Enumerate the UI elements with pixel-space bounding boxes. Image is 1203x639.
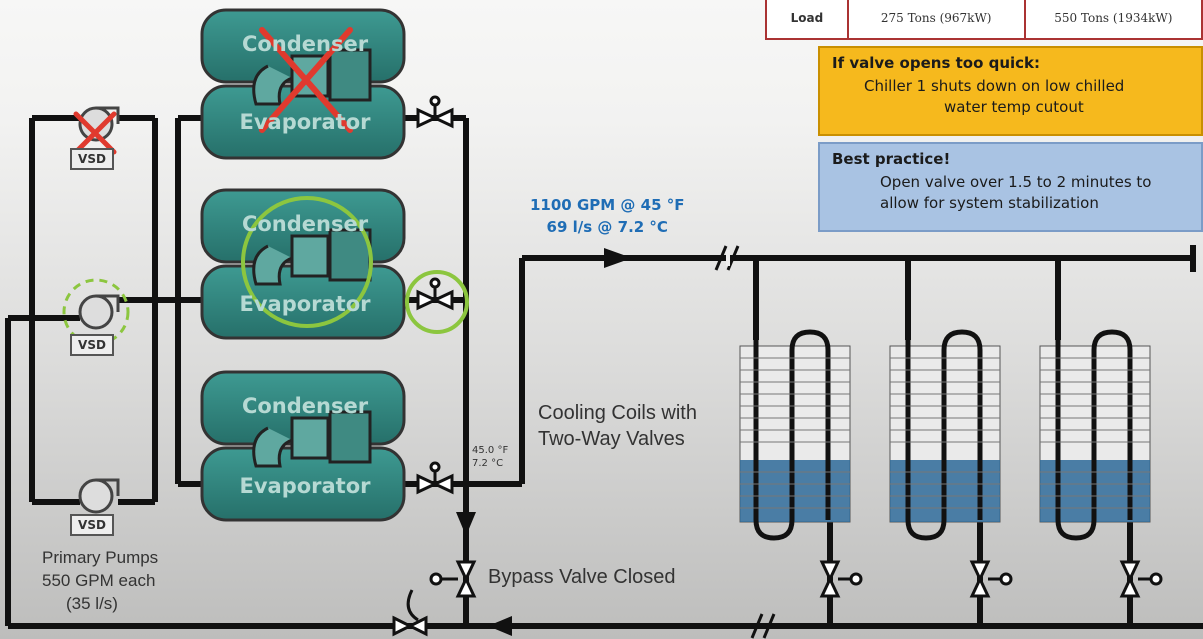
load-table: Load 275 Tons (967kW) 550 Tons (1934kW) xyxy=(765,0,1203,40)
pump-caption: Primary Pumps 550 GPM each (35 l/s) xyxy=(42,548,159,613)
flow-rate-label: 1100 GPM @ 45 °F 69 l/s @ 7.2 °C xyxy=(530,196,685,236)
load-row-label: Load xyxy=(765,0,849,40)
pump-2-vsd-label: VSD xyxy=(70,334,114,356)
cooling-coil-1 xyxy=(739,329,851,541)
pump-1-disabled-x-icon xyxy=(73,111,117,155)
pump-3-icon xyxy=(78,478,120,514)
pump-1-icon xyxy=(78,106,120,142)
chiller-3-evaporator-label: Evaporator xyxy=(239,474,371,498)
chiller-1-condenser-label: Condenser xyxy=(241,32,369,56)
pump-1-vsd-label: VSD xyxy=(70,148,114,170)
best-practice-note-box: Best practice! Open valve over 1.5 to 2 … xyxy=(818,142,1203,232)
chiller-2-highlight-circle xyxy=(241,196,373,328)
load-col-2: 550 Tons (1934kW) xyxy=(1023,0,1203,40)
chiller-2-condenser-label: Condenser xyxy=(241,212,369,236)
warning-title: If valve opens too quick: xyxy=(832,54,1041,72)
two-way-valve-icon xyxy=(819,560,1163,598)
warning-note-box: If valve opens too quick: Chiller 1 shut… xyxy=(818,46,1203,136)
flow-arrow-icon xyxy=(604,248,632,268)
isolation-valve-icon xyxy=(416,95,454,495)
load-col-1: 275 Tons (967kW) xyxy=(846,0,1026,40)
flow-arrow-left-icon xyxy=(488,616,512,636)
chiller-1-evaporator-label: Evaporator xyxy=(239,110,371,134)
bypass-valve-icon xyxy=(392,560,477,637)
chiller-3 xyxy=(200,370,406,522)
warning-body: Chiller 1 shuts down on low chilled wate… xyxy=(864,77,1125,116)
flow-arrow-down-icon xyxy=(456,512,476,536)
pump-2-icon xyxy=(78,294,120,330)
cooling-coil-3 xyxy=(1039,329,1151,541)
chiller-2 xyxy=(200,188,406,340)
chiller-2-evaporator-label: Evaporator xyxy=(239,292,371,316)
valve-highlight-circle xyxy=(405,270,469,334)
best-practice-body: Open valve over 1.5 to 2 minutes to allo… xyxy=(880,173,1152,212)
bypass-valve-caption: Bypass Valve Closed xyxy=(488,566,676,588)
pump-3-vsd-label: VSD xyxy=(70,514,114,536)
chiller-3-condenser-label: Condenser xyxy=(241,394,369,418)
coil-fins xyxy=(740,357,1150,509)
chiller-1-disabled-x-icon xyxy=(259,27,353,133)
cooling-coils-caption: Cooling Coils with Two-Way Valves xyxy=(538,402,697,450)
best-practice-title: Best practice! xyxy=(832,150,951,168)
cooling-coil-2 xyxy=(889,329,1001,541)
supply-temp-readout: 45.0 °F 7.2 °C xyxy=(472,445,509,469)
pump-2-highlight-circle xyxy=(62,278,130,346)
